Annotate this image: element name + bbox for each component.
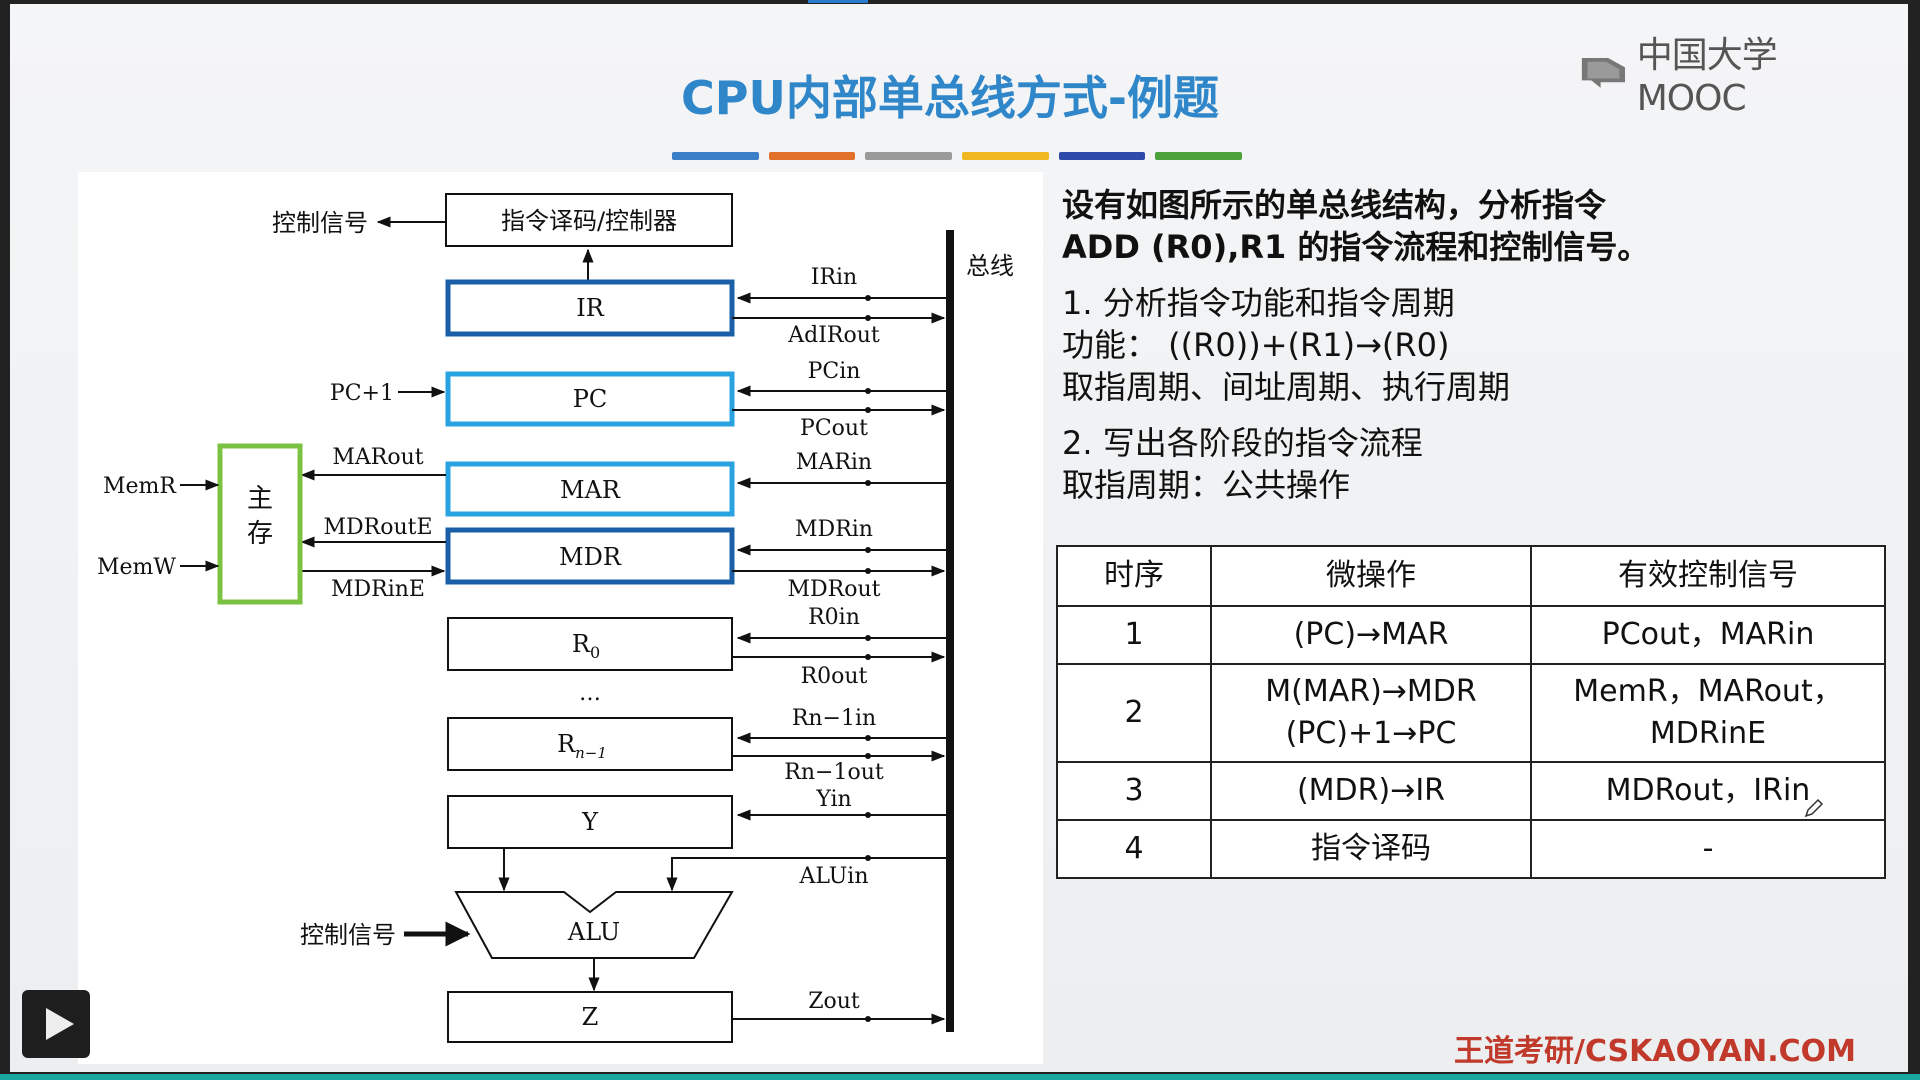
question-line-2: ADD (R0),R1 的指令流程和控制信号。: [1062, 228, 1650, 266]
bus-label: 总线: [966, 252, 1014, 280]
mooc-logo-icon: [1581, 57, 1625, 88]
signal-pcout: PCout: [800, 416, 868, 441]
bus-diagram: 总线 指令译码/控制器 控制信号 IR IRin AdIRout PC: [78, 172, 1043, 1064]
pc-label: PC: [573, 385, 608, 413]
z-label: Z: [582, 1003, 599, 1031]
control-signal-top: 控制信号: [272, 209, 368, 237]
mdr-register: [445, 527, 735, 585]
decoder-block: [445, 193, 733, 247]
mooc-logo: 中国大学MOOC: [1580, 35, 1870, 119]
r0-label: R0: [572, 630, 600, 662]
table-row: 2 M(MAR)→MDR(PC)+1→PC MemR，MARout，MDRinE: [1056, 663, 1886, 763]
r0-register: [447, 617, 733, 671]
table-row: 4 指令译码 -: [1056, 819, 1886, 879]
signal-mdrin: MDRin: [795, 517, 873, 542]
color-bar-4: [962, 152, 1049, 160]
signal-pc-plus1: PC+1: [330, 381, 394, 406]
table-row: 1 (PC)→MAR PCout，MARin: [1056, 605, 1886, 665]
micro-op-table: 时序 微操作 有效控制信号 1 (PC)→MAR PCout，MARin 2 M…: [1056, 545, 1886, 879]
fetch-line: 取指周期：公共操作: [1062, 466, 1351, 504]
signal-r0in: R0in: [808, 605, 860, 630]
question-line-1: 设有如图所示的单总线结构，分析指令: [1062, 186, 1607, 224]
cell-control-signal: -: [1530, 819, 1886, 879]
cell-control-signal: PCout，MARin: [1530, 605, 1886, 665]
top-progress-marker: [808, 0, 868, 3]
decoder-label: 指令译码/控制器: [501, 207, 677, 235]
main-memory-label-2: 存: [247, 519, 273, 549]
color-bar-5: [1058, 152, 1146, 160]
signal-rnin: Rn−1in: [792, 706, 876, 731]
signal-pcin: PCin: [808, 359, 861, 384]
header-micro-op: 微操作: [1210, 545, 1532, 607]
bus-diagram-svg: 总线 指令译码/控制器 控制信号 IR IRin AdIRout PC: [97, 193, 1014, 1043]
table-header-row: 时序 微操作 有效控制信号: [1056, 545, 1886, 607]
signal-mdrout: MDRout: [788, 577, 881, 602]
function-line: 功能： ((R0))+(R1)→(R0): [1062, 326, 1450, 364]
slide: CPU内部单总线方式-例题 中国大学MOOC: [10, 4, 1908, 1072]
cell-seq: 2: [1056, 663, 1212, 763]
video-progress-bar[interactable]: [0, 1074, 1920, 1080]
y-label: Y: [581, 808, 599, 836]
signal-marin: MARin: [796, 450, 872, 475]
cell-control-signal: MemR，MARout，MDRinE: [1530, 663, 1886, 763]
signal-irin: IRin: [811, 265, 857, 290]
play-button[interactable]: [22, 990, 90, 1058]
z-register: [447, 991, 733, 1043]
signal-marout: MARout: [332, 445, 423, 470]
cell-seq: 1: [1056, 605, 1212, 665]
title-color-bars: [672, 152, 1243, 160]
signal-aluin: ALUin: [798, 864, 868, 889]
signal-memw: MemW: [97, 555, 176, 580]
main-memory-block: [217, 443, 303, 605]
ir-register: [445, 279, 735, 337]
logo-text: 中国大学MOOC: [1636, 34, 1778, 119]
step2-title: 2. 写出各阶段的指令流程: [1062, 424, 1423, 462]
alu-label: ALU: [567, 918, 620, 946]
cell-seq: 4: [1056, 819, 1212, 879]
mdr-label: MDR: [559, 543, 622, 571]
color-bar-3: [865, 152, 953, 160]
mar-label: MAR: [560, 476, 621, 504]
signal-r0out: R0out: [801, 664, 868, 689]
register-ellipsis: …: [579, 681, 601, 706]
play-icon: [46, 1008, 74, 1040]
footer-brand: 王道考研/CSKAOYAN.COM: [1454, 1034, 1856, 1069]
header-control-signal: 有效控制信号: [1530, 545, 1886, 607]
signal-mdrine: MDRinE: [331, 577, 425, 602]
rn-register: [447, 717, 733, 771]
question-text: 设有如图所示的单总线结构，分析指令 ADD (R0),R1 的指令流程和控制信号…: [1062, 184, 1882, 506]
color-bar-2: [768, 152, 856, 160]
signal-mdroute: MDRoutE: [323, 515, 432, 540]
y-register: [447, 795, 733, 849]
control-signal-alu: 控制信号: [300, 921, 396, 949]
pen-cursor-icon: [1804, 798, 1824, 818]
step1-title: 1. 分析指令功能和指令周期: [1062, 284, 1455, 322]
main-memory-label-1: 主: [247, 484, 273, 514]
cell-micro-op: (MDR)→IR: [1210, 761, 1532, 821]
signal-yin: Yin: [815, 787, 851, 812]
signal-memr: MemR: [103, 474, 177, 499]
signal-zout: Zout: [808, 989, 860, 1014]
signal-rnout: Rn−1out: [784, 760, 884, 785]
alu-block: [454, 891, 734, 959]
table-row: 3 (MDR)→IR MDRout，IRin: [1056, 761, 1886, 821]
slide-title: CPU内部单总线方式-例题: [681, 71, 1219, 125]
color-bar-1: [672, 152, 759, 160]
rn-label: Rn−1: [557, 730, 607, 762]
ir-label: IR: [576, 294, 604, 322]
cycles-line: 取指周期、间址周期、执行周期: [1062, 368, 1511, 406]
pc-register: [445, 371, 735, 427]
cell-micro-op: (PC)→MAR: [1210, 605, 1532, 665]
cell-seq: 3: [1056, 761, 1212, 821]
cell-control-signal: MDRout，IRin: [1530, 761, 1886, 821]
cell-micro-op: M(MAR)→MDR(PC)+1→PC: [1210, 663, 1532, 763]
cell-micro-op: 指令译码: [1210, 819, 1532, 879]
header-seq: 时序: [1056, 545, 1212, 607]
color-bar-6: [1155, 152, 1243, 160]
signal-adirout: AdIRout: [787, 323, 880, 348]
mar-register: [445, 461, 735, 517]
